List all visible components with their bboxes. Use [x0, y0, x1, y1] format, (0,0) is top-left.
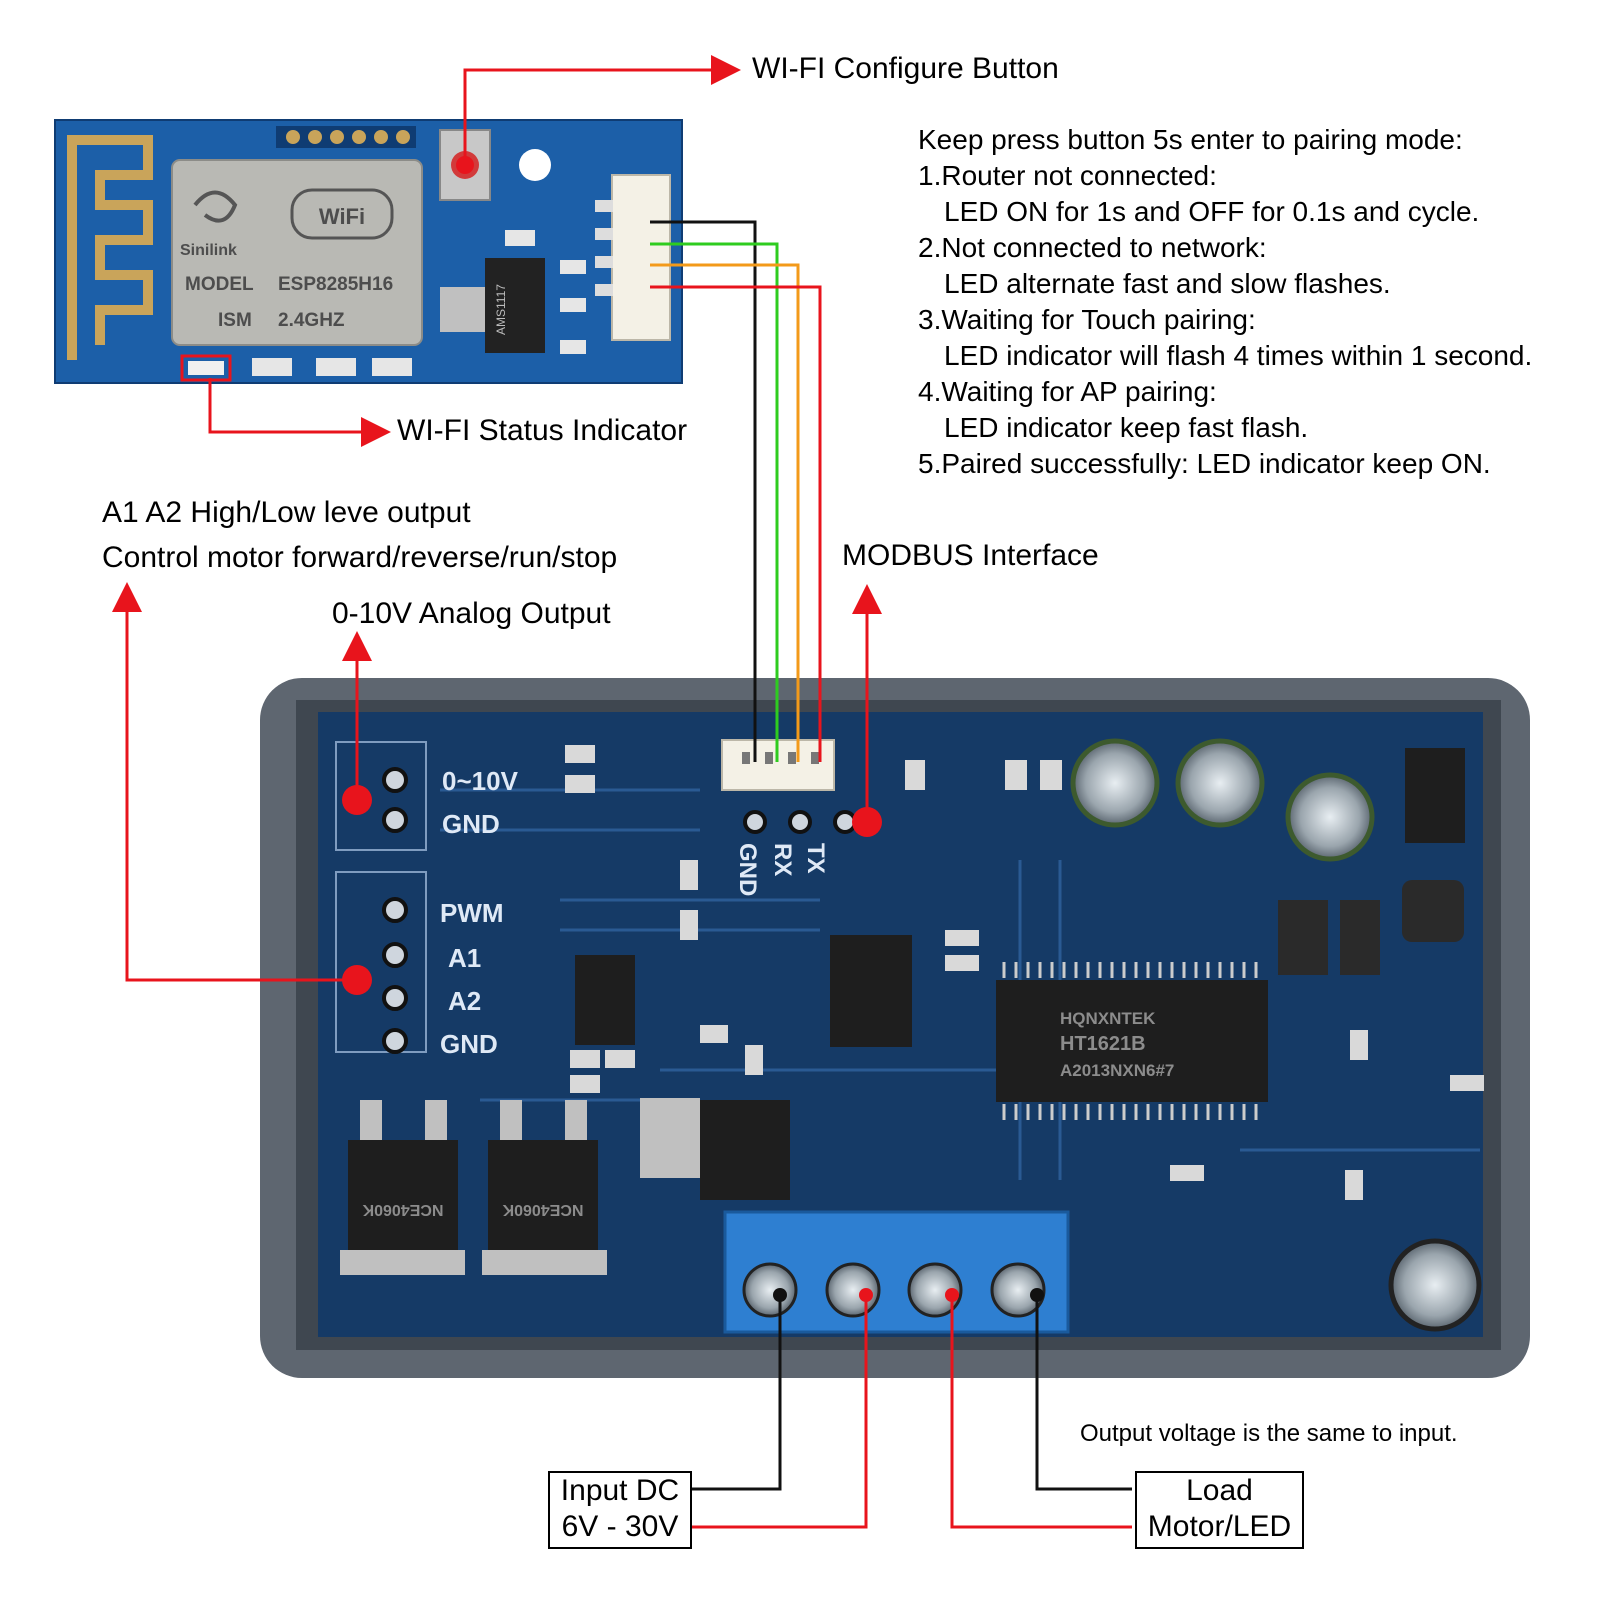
wire-black [650, 220, 757, 762]
wifi-badge-text: WiFi [319, 204, 365, 229]
power-wires [691, 1295, 1132, 1529]
label-wifi-status: WI-FI Status Indicator [397, 414, 688, 447]
ism-label: ISM [218, 310, 252, 331]
status-led-highlight [180, 354, 232, 382]
wifi-module: Sinilink WiFi MODEL ESP8285H16 ISM 2.4GH… [54, 119, 683, 384]
instructions-heading: Keep press button 5s enter to pairing mo… [918, 124, 1463, 155]
pin-label-a2: A2 [448, 986, 481, 1016]
label-a1a2-line2: Control motor forward/reverse/run/stop [102, 541, 618, 574]
step-1-title: 1.Router not connected: [918, 160, 1217, 191]
header-pads [276, 126, 416, 148]
pin-label-tx: TX [802, 843, 829, 874]
step-2-detail: LED alternate fast and slow flashes. [944, 268, 1391, 299]
input-line2: 6V - 30V [561, 1510, 679, 1543]
sinilink-logo-mark [193, 190, 238, 223]
pin-label-gnd-top: GND [442, 809, 500, 839]
wire-load-positive [950, 1295, 1132, 1529]
chip-pins [1002, 962, 1258, 1120]
step-5-title: 5.Paired successfully: LED indicator kee… [918, 448, 1491, 479]
wire-load-negative [1035, 1295, 1132, 1491]
step-3-detail: LED indicator will flash 4 times within … [944, 340, 1533, 371]
chip-text-2: HT1621B [1060, 1033, 1146, 1055]
antenna-trace [67, 135, 153, 360]
input-dc-box: Input DC 6V - 30V [548, 1471, 692, 1549]
wifi-badge [290, 188, 394, 240]
arrow-wifi-button [463, 55, 741, 165]
mosfet-text-2: NCE4060K [502, 1201, 583, 1218]
screw-terminal [723, 1210, 1070, 1334]
wire-red [650, 285, 822, 762]
diode-kk [1278, 900, 1328, 975]
load-line1: Load [1186, 1474, 1253, 1507]
wire-input-positive [691, 1295, 868, 1529]
controller-board: HQNXNTEK HT1621B A2013NXN6#7 NCE4060K N [260, 678, 1530, 1378]
mounting-hole [519, 149, 551, 181]
logo-text: Sinilink [180, 242, 237, 259]
rectifier-d4 [700, 1100, 790, 1200]
label-a1a2-line1: A1 A2 High/Low leve output [102, 496, 471, 529]
connector-wires [650, 220, 822, 762]
mcu-chip [830, 935, 912, 1047]
lcd-driver-chip [996, 980, 1268, 1102]
module-connector [611, 174, 671, 341]
inductor [1402, 880, 1464, 942]
status-led [188, 361, 224, 375]
mosfet-text-1: NCE4060K [362, 1201, 443, 1218]
wire-orange [650, 263, 800, 762]
pin-holes [382, 767, 857, 1054]
chip-u5 [1405, 748, 1465, 843]
terminal-dots [773, 1288, 1044, 1302]
step-4-detail: LED indicator keep fast flash. [944, 412, 1309, 443]
step-1-detail: LED ON for 1s and OFF for 0.1s and cycle… [944, 196, 1480, 227]
label-modbus: MODBUS Interface [842, 539, 1099, 572]
smd-components [565, 745, 1484, 1200]
ism-value: 2.4GHZ [278, 310, 345, 331]
pairing-instructions: Keep press button 5s enter to pairing mo… [918, 122, 1532, 482]
label-wifi-button: WI-FI Configure Button [752, 52, 1059, 85]
model-value: ESP8285H16 [278, 274, 393, 295]
pin-label-0-10v: 0~10V [442, 766, 519, 796]
step-2-title: 2.Not connected to network: [918, 232, 1267, 263]
step-4-title: 4.Waiting for AP pairing: [918, 376, 1217, 407]
label-output-note: Output voltage is the same to input. [1080, 1420, 1458, 1447]
model-label: MODEL [185, 274, 254, 295]
step-3-title: 3.Waiting for Touch pairing: [918, 304, 1256, 335]
arrow-a1a2 [112, 582, 357, 982]
regulator-text: AMS1117 [494, 284, 508, 335]
arrow-wifi-status [208, 378, 391, 447]
pin-label-gnd-bottom: GND [440, 1029, 498, 1059]
wire-input-negative [691, 1295, 782, 1491]
chip-text-3: A2013NXN6#7 [1060, 1061, 1174, 1080]
input-line1: Input DC [560, 1474, 680, 1507]
mosfets [340, 1100, 607, 1275]
wire-green [650, 242, 779, 762]
load-line2: Motor/LED [1147, 1510, 1292, 1543]
load-box: Load Motor/LED [1135, 1471, 1304, 1549]
pin-label-rx: RX [769, 843, 796, 876]
driver-ic [575, 955, 635, 1045]
pointer-dots [342, 156, 882, 995]
pin-label-modbus-gnd: GND [734, 843, 761, 896]
chip-text-1: HQNXNTEK [1060, 1009, 1156, 1028]
voltage-regulator [485, 258, 545, 353]
pin-label-a1: A1 [448, 943, 481, 973]
pin-label-pwm: PWM [440, 898, 504, 928]
electrolytic-capacitors [1070, 738, 1482, 1332]
pointer-arrows [112, 55, 882, 982]
diode-ss34 [1340, 900, 1380, 975]
label-analog: 0-10V Analog Output [332, 597, 611, 630]
